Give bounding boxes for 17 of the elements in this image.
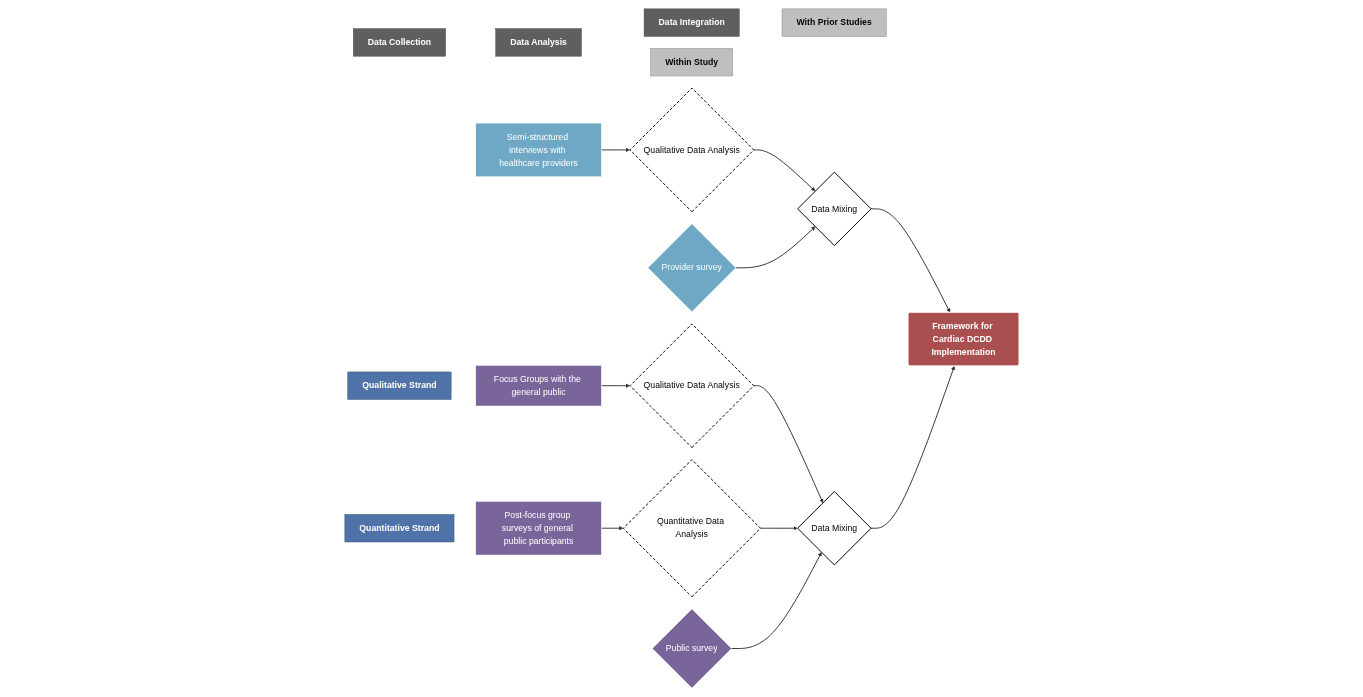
- node-diamond: Provider survey: [647, 223, 736, 312]
- node-box: Semi-structured interviews with healthcare providers: [475, 122, 602, 177]
- node-box: Focus Groups with the general public: [475, 365, 602, 407]
- node-diamond: Qualitative Data Analysis: [629, 87, 754, 213]
- node-diamond: Data Mixing: [796, 491, 872, 566]
- node-box: Data Collection: [352, 28, 446, 57]
- node-diamond: Data Mixing: [796, 171, 872, 247]
- node-box: With Prior Studies: [781, 8, 886, 37]
- node-box: Qualitative Strand: [347, 371, 451, 400]
- node-box: Post-focus group surveys of general public participants: [475, 501, 602, 556]
- node-diamond: Public survey: [651, 608, 732, 689]
- node-box: Within Study: [649, 48, 733, 77]
- node-diamond: Quantitative Data Analysis: [622, 459, 761, 598]
- node-diamond: Qualitative Data Analysis: [629, 323, 754, 449]
- node-box: Data Integration: [643, 8, 739, 37]
- node-box: Data Analysis: [495, 28, 582, 57]
- node-box: Quantitative Strand: [344, 514, 454, 543]
